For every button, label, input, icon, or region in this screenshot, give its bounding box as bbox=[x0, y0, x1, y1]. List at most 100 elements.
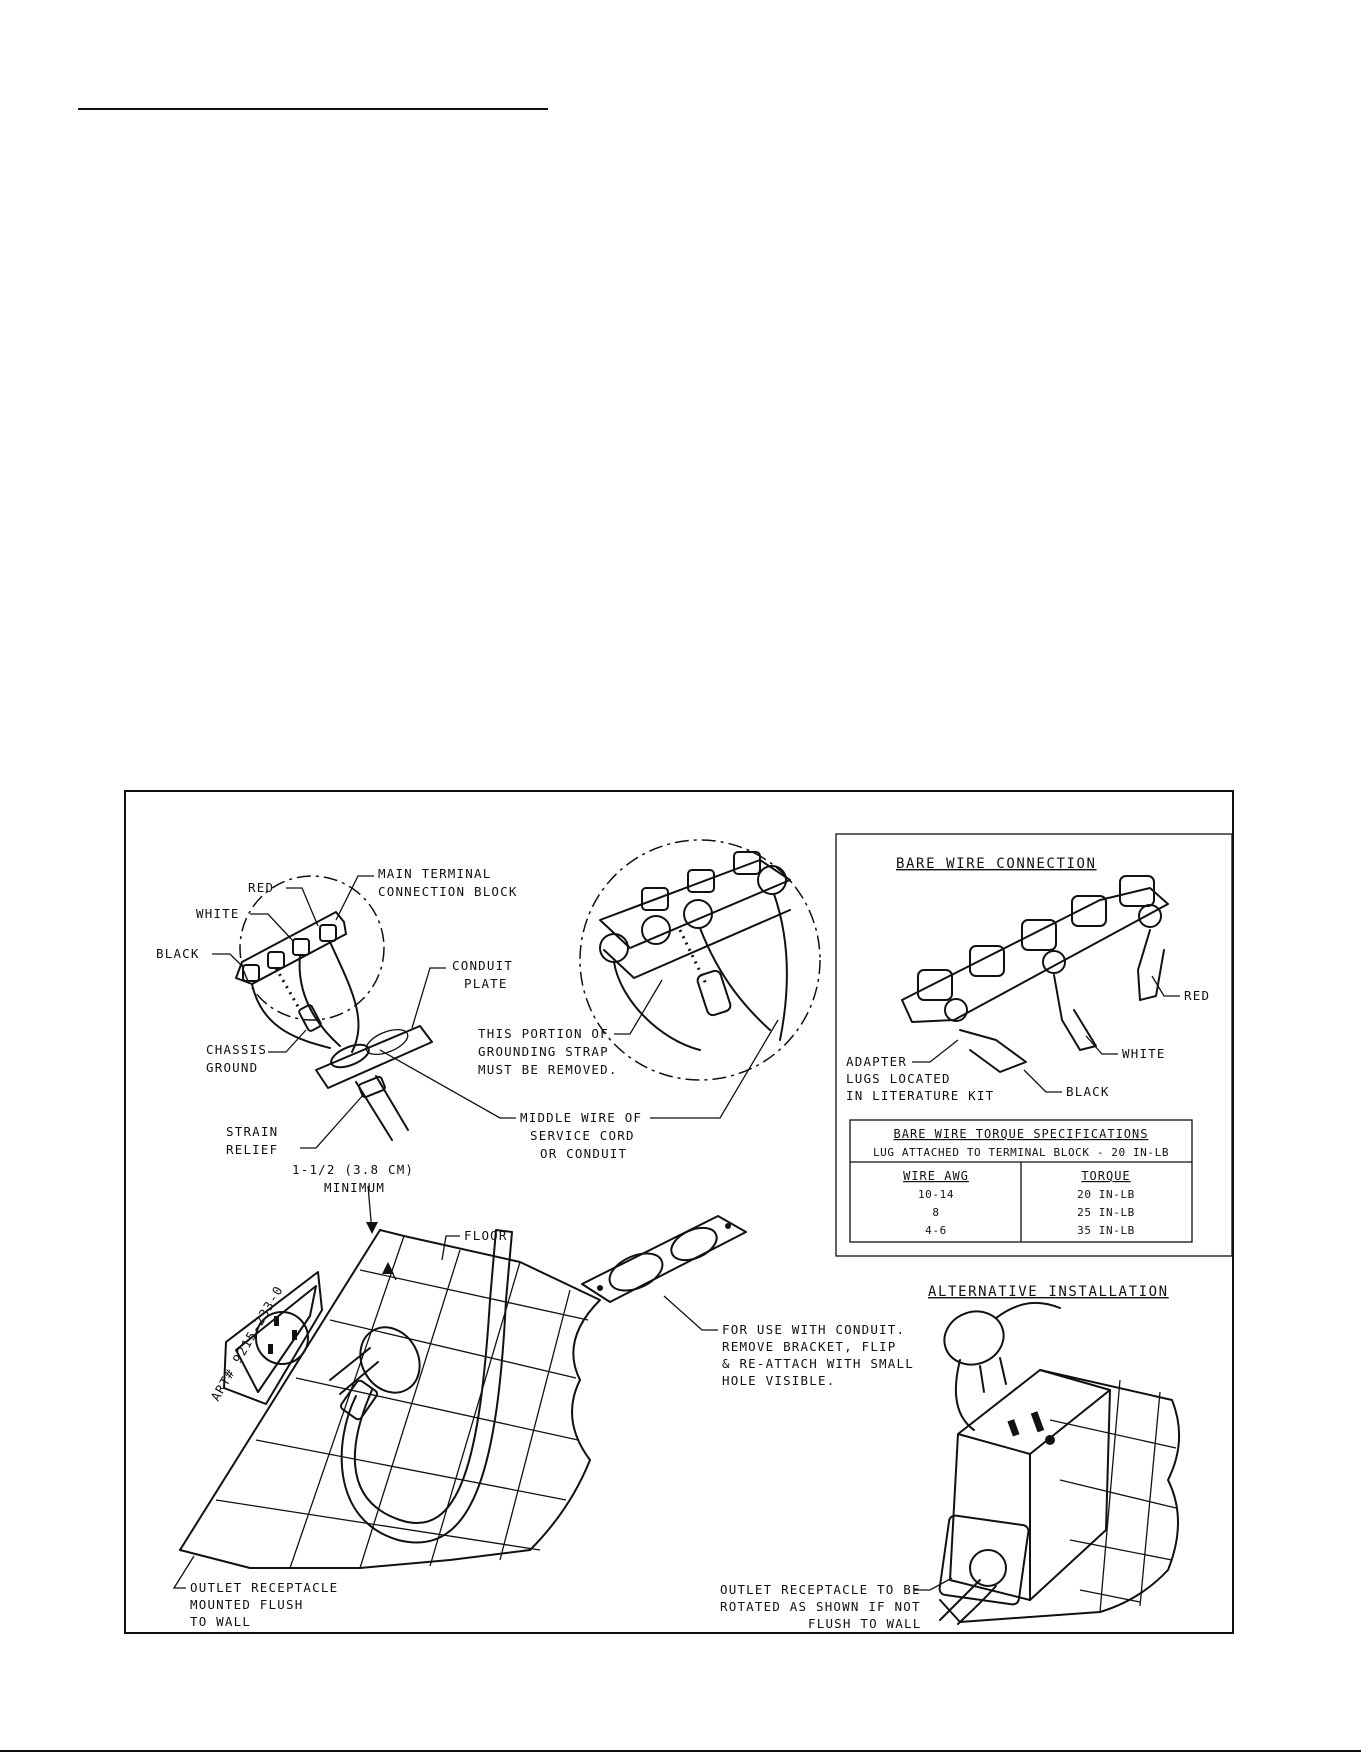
alt-cord-bottom bbox=[939, 1579, 997, 1625]
alternative-installation: ALTERNATIVE INSTALLATION OUTLET RECEPTAC… bbox=[720, 1284, 1181, 1631]
terminal-post-red bbox=[319, 924, 337, 942]
bracket-hole-small bbox=[670, 1226, 718, 1262]
alt-floor-grid-rows bbox=[1049, 1419, 1177, 1603]
terminal-post-ground bbox=[267, 951, 285, 969]
torque-header-torque: TORQUE bbox=[1081, 1169, 1130, 1183]
alt-plug-prongs bbox=[979, 1357, 1007, 1393]
outlet-flush-label-2: MOUNTED FLUSH bbox=[190, 1597, 303, 1612]
bare-wire-white-label: WHITE bbox=[1122, 1046, 1166, 1061]
wall-receptacle-inner bbox=[235, 1285, 317, 1393]
torque-row-2-awg: 8 bbox=[932, 1206, 939, 1219]
conduit-note-2: REMOVE BRACKET, FLIP bbox=[722, 1339, 897, 1354]
minimum-label-2: MINIMUM bbox=[324, 1180, 385, 1195]
terminal-block-drawing bbox=[235, 875, 433, 1141]
label-conduit-plate-1: CONDUIT bbox=[452, 958, 513, 973]
wire-white bbox=[298, 955, 341, 1047]
diagram-frame bbox=[124, 790, 1234, 1634]
label-conduit-plate-2: PLATE bbox=[464, 976, 508, 991]
minimum-label-1: 1-1/2 (3.8 CM) bbox=[292, 1162, 414, 1177]
magnified-block bbox=[599, 859, 791, 949]
terminal-post-white bbox=[292, 938, 310, 956]
wall-line bbox=[179, 1229, 381, 1551]
conduit-plate bbox=[315, 1025, 433, 1089]
adapter-label-1: ADAPTER bbox=[846, 1054, 907, 1069]
alt-note-3: FLUSH TO WALL bbox=[808, 1616, 921, 1631]
torque-row-1-torque: 20 IN-LB bbox=[1077, 1188, 1135, 1201]
label-chassis-ground-2: GROUND bbox=[206, 1060, 258, 1075]
label-middle-wire-2: SERVICE CORD bbox=[530, 1128, 635, 1143]
adapter-label-2: LUGS LOCATED bbox=[846, 1071, 951, 1086]
header-rule bbox=[78, 108, 548, 110]
magnified-wire-1 bbox=[613, 961, 701, 1051]
adapter-label-3: IN LITERATURE KIT bbox=[846, 1088, 994, 1103]
conduit-bracket bbox=[581, 1215, 747, 1303]
plug-prongs bbox=[329, 1347, 379, 1395]
label-grounding-strap-2: GROUNDING STRAP bbox=[478, 1044, 609, 1059]
magnified-block-base bbox=[603, 909, 791, 979]
conduit-note-4: HOLE VISIBLE. bbox=[722, 1373, 835, 1388]
bare-wire-white bbox=[1053, 974, 1097, 1051]
bracket-hole-large bbox=[608, 1252, 664, 1292]
alt-note-1: OUTLET RECEPTACLE TO BE bbox=[720, 1582, 921, 1597]
strain-relief-clamp bbox=[358, 1075, 386, 1099]
conduit-note-1: FOR USE WITH CONDUIT. bbox=[722, 1322, 905, 1337]
floor-grid-cols bbox=[289, 1235, 571, 1569]
alt-cord-top bbox=[955, 1301, 1061, 1431]
alt-floor-outline bbox=[939, 1369, 1181, 1623]
magnified-ground-lug bbox=[696, 969, 732, 1017]
conduit-note-3: & RE-ATTACH WITH SMALL bbox=[722, 1356, 914, 1371]
label-main-block-1: MAIN TERMINAL bbox=[378, 866, 491, 881]
power-cord bbox=[340, 1229, 513, 1544]
strain-relief-ring bbox=[330, 1043, 370, 1069]
alt-note-2: ROTATED AS SHOWN IF NOT bbox=[720, 1599, 921, 1614]
outlet-flush-label-1: OUTLET RECEPTACLE bbox=[190, 1580, 338, 1595]
floor-detail-labels: 1-1/2 (3.8 CM) MINIMUM FLOOR OUTLET RECE… bbox=[172, 1162, 508, 1629]
wire-red bbox=[329, 941, 360, 1053]
label-strain-relief-1: STRAIN bbox=[226, 1124, 278, 1139]
receptacle-box-edges bbox=[957, 1389, 1111, 1601]
torque-row-3-awg: 4-6 bbox=[925, 1224, 947, 1237]
magnified-detail bbox=[579, 839, 821, 1081]
outlet-flush-label-3: TO WALL bbox=[190, 1614, 251, 1629]
receptacle-socket bbox=[969, 1549, 1007, 1587]
art-number: ART# 9215-233-0 bbox=[208, 1283, 286, 1404]
alternative-title: ALTERNATIVE INSTALLATION bbox=[928, 1284, 1169, 1300]
wire-black bbox=[251, 983, 331, 1049]
cord-strain-relief bbox=[339, 1379, 379, 1421]
conduit-plate-hole bbox=[365, 1028, 409, 1056]
torque-row-1-awg: 10-14 bbox=[918, 1188, 954, 1201]
alt-plug-head bbox=[943, 1310, 1005, 1366]
floor-grid-rows bbox=[215, 1269, 589, 1551]
magnified-wire-2 bbox=[699, 927, 771, 1031]
wall-receptacle-plate bbox=[223, 1271, 323, 1405]
footer-rule bbox=[0, 1750, 1361, 1752]
bare-wire-red-label: RED bbox=[1184, 988, 1210, 1003]
terminal-post-black bbox=[242, 964, 260, 982]
receptacle-face-plate bbox=[938, 1514, 1030, 1606]
bare-wire-panel-border bbox=[835, 833, 1233, 1257]
alt-floor-grid-cols bbox=[1099, 1379, 1161, 1613]
floor-label: FLOOR bbox=[464, 1228, 508, 1243]
detail-circle-large bbox=[579, 839, 821, 1081]
ground-lug bbox=[298, 1004, 322, 1032]
floor-installation-drawing: ART# 9215-233-0 bbox=[179, 1185, 601, 1569]
bare-wire-block bbox=[901, 887, 1169, 1023]
bare-wire-black bbox=[959, 1029, 1027, 1073]
left-detail-labels: RED WHITE BLACK MAIN TERMINAL CONNECTION… bbox=[156, 866, 779, 1161]
bare-wire-black-label: BLACK bbox=[1066, 1084, 1110, 1099]
floor-outline bbox=[179, 1229, 601, 1569]
conduit-bracket-drawing: FOR USE WITH CONDUIT. REMOVE BRACKET, FL… bbox=[581, 1215, 914, 1388]
label-strain-relief-2: RELIEF bbox=[226, 1142, 278, 1157]
label-chassis-ground-1: CHASSIS bbox=[206, 1042, 267, 1057]
torque-table: BARE WIRE TORQUE SPECIFICATIONS LUG ATTA… bbox=[849, 1119, 1193, 1243]
detail-circle-small bbox=[239, 875, 385, 1021]
magnified-wire-3 bbox=[773, 893, 788, 1041]
terminal-block-body bbox=[235, 911, 347, 985]
label-red: RED bbox=[248, 880, 274, 895]
label-grounding-strap-1: THIS PORTION OF bbox=[478, 1026, 609, 1041]
label-middle-wire-3: OR CONDUIT bbox=[540, 1146, 627, 1161]
plug-head bbox=[359, 1326, 421, 1394]
torque-table-title: BARE WIRE TORQUE SPECIFICATIONS bbox=[894, 1127, 1149, 1141]
torque-row-2-torque: 25 IN-LB bbox=[1077, 1206, 1135, 1219]
